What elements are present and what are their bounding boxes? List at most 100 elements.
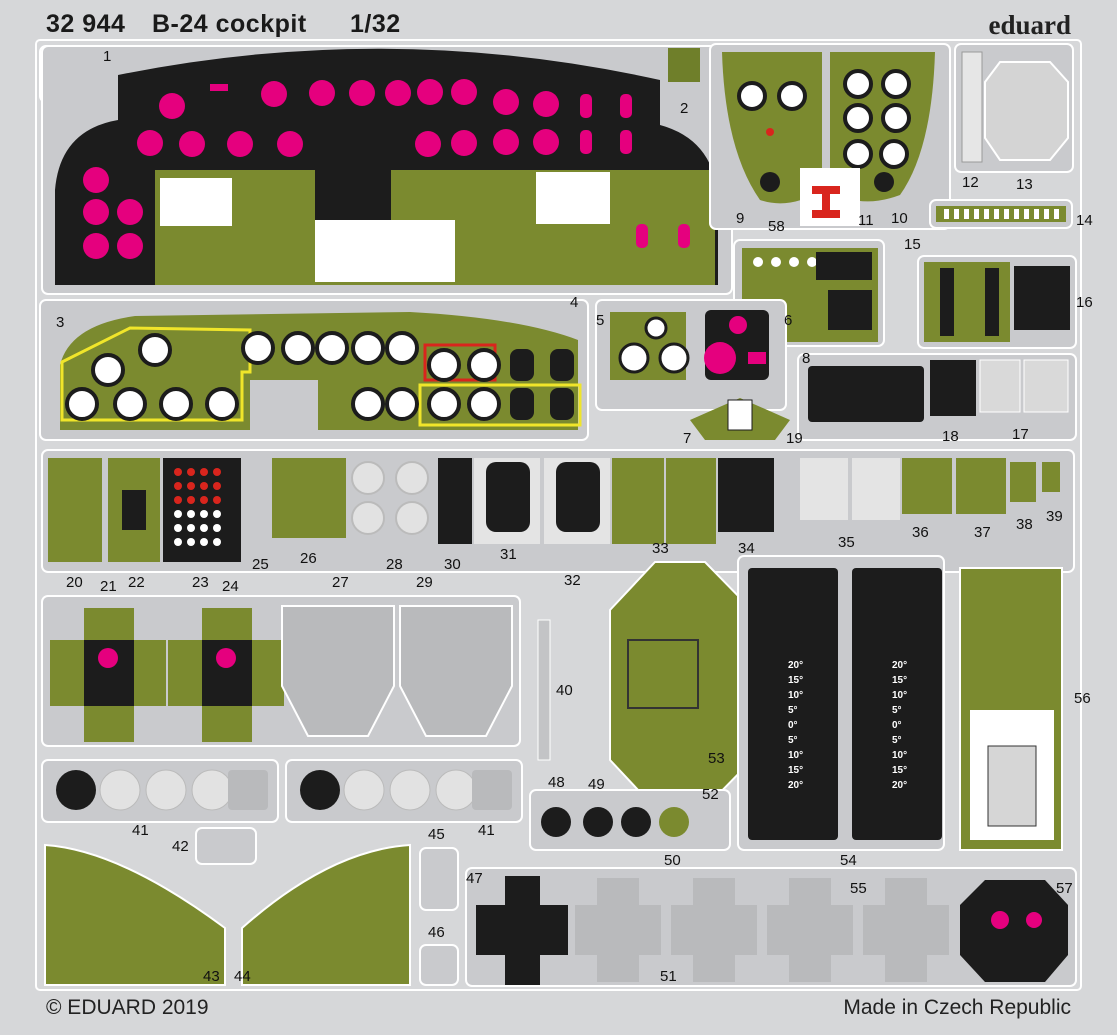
main-panel-gauge	[451, 130, 477, 156]
brand-logo: eduard	[988, 10, 1071, 40]
part-42-frame	[195, 827, 257, 865]
scale-marking: 10°	[892, 750, 908, 761]
part-57-knob	[1026, 912, 1042, 928]
part-35b-plate	[852, 458, 900, 520]
part-number: 41	[132, 822, 149, 839]
part-54-tape-b	[852, 568, 942, 840]
part-51-55-plate	[767, 878, 853, 982]
part-3-gauge	[113, 387, 147, 421]
part-44-plate	[241, 843, 411, 986]
part-number: 1	[103, 48, 112, 65]
part-51-55-plate	[575, 878, 661, 982]
side-panel-knob	[760, 172, 780, 192]
scale-marking: 15°	[892, 765, 908, 776]
scale-marking: 15°	[892, 675, 908, 686]
scale-marking: 20°	[892, 660, 908, 671]
part-47-plate	[476, 876, 568, 985]
part-number: 46	[428, 924, 445, 941]
part-18-plate	[930, 360, 976, 416]
part-23-switch	[187, 468, 195, 476]
scale-marking: 5°	[892, 705, 902, 716]
part-number: 10	[891, 210, 908, 227]
part-number: 12	[962, 174, 979, 191]
part-number: 35	[838, 534, 855, 551]
part-28-disc	[351, 461, 385, 495]
main-panel-gauge	[137, 130, 163, 156]
part-number: 19	[786, 430, 803, 447]
part-58-lamp	[789, 257, 799, 267]
part-number: 36	[912, 524, 929, 541]
main-panel-switch	[580, 130, 592, 154]
set-scale: 1/32	[350, 10, 401, 38]
part-23-switch	[213, 468, 221, 476]
part-14-switch	[1034, 209, 1039, 219]
part-23-switch	[187, 524, 195, 532]
part-number: 30	[444, 556, 461, 573]
part-number: 45	[428, 826, 445, 843]
part-number: 21	[100, 578, 117, 595]
part-20-panel	[48, 458, 102, 562]
part-48-52-knob	[541, 807, 571, 837]
part-30-panel	[438, 458, 472, 544]
part-58-lamp	[807, 257, 817, 267]
part-27-29-plate	[399, 605, 513, 737]
part-number: 47	[466, 870, 483, 887]
part-38-panel	[1010, 462, 1036, 502]
part-40-stick	[537, 619, 551, 761]
part-28-disc	[351, 501, 385, 535]
part-23-switch	[200, 524, 208, 532]
part-number: 53	[708, 750, 725, 767]
part-14-switch	[974, 209, 979, 219]
part-23-switch	[174, 468, 182, 476]
part-15-slot	[940, 268, 954, 336]
part-23-switch	[174, 510, 182, 518]
part-14-switch	[964, 209, 969, 219]
part-3-gauge	[281, 331, 315, 365]
part-23-switch	[213, 496, 221, 504]
part-number: 26	[300, 550, 317, 567]
part-8-plate	[808, 366, 924, 422]
part-4-red-outline	[423, 343, 497, 382]
part-number: 14	[1076, 212, 1093, 229]
part-24-knob	[216, 648, 236, 668]
scale-marking: 5°	[788, 705, 798, 716]
main-panel-white-left	[160, 178, 232, 226]
main-panel-gauge	[83, 167, 109, 193]
part-number: 41	[478, 822, 495, 839]
part-2-plate	[668, 48, 700, 82]
main-panel-gauge	[349, 80, 375, 106]
part-3-gauge	[91, 353, 125, 387]
part-number: 32	[564, 572, 581, 589]
part-number: 54	[840, 852, 857, 869]
part-51-55-plate	[863, 878, 949, 982]
main-panel-switch	[620, 94, 632, 118]
part-48-52-knob	[583, 807, 613, 837]
main-panel-gauge	[385, 80, 411, 106]
part-number: 57	[1056, 880, 1073, 897]
part-number: 33	[652, 540, 669, 557]
part-3-gauge	[427, 348, 461, 382]
part-23-switch	[200, 468, 208, 476]
part-58-lamp	[753, 257, 763, 267]
part-number: 5	[596, 312, 605, 329]
part-22-box	[122, 490, 146, 530]
part-3-gauge	[427, 387, 461, 421]
part-number: 58	[768, 218, 785, 235]
part-51-55-plate	[671, 878, 757, 982]
main-panel-gauge	[117, 199, 143, 225]
part-number: 13	[1016, 176, 1033, 193]
main-panel-gauge	[309, 80, 335, 106]
part-35-plate	[800, 458, 848, 520]
scale-marking: 5°	[788, 735, 798, 746]
scale-marking: 15°	[788, 765, 804, 776]
main-panel-white-right	[536, 172, 610, 224]
part-number: 34	[738, 540, 755, 557]
part-53-box	[627, 639, 699, 709]
part-26-panel	[272, 458, 346, 538]
part-number: 22	[128, 574, 145, 591]
origin-text: Made in Czech Republic	[843, 996, 1071, 1019]
side-panel-gauge	[737, 81, 767, 111]
part-41-disc	[343, 769, 385, 811]
part-23-switch	[174, 496, 182, 504]
